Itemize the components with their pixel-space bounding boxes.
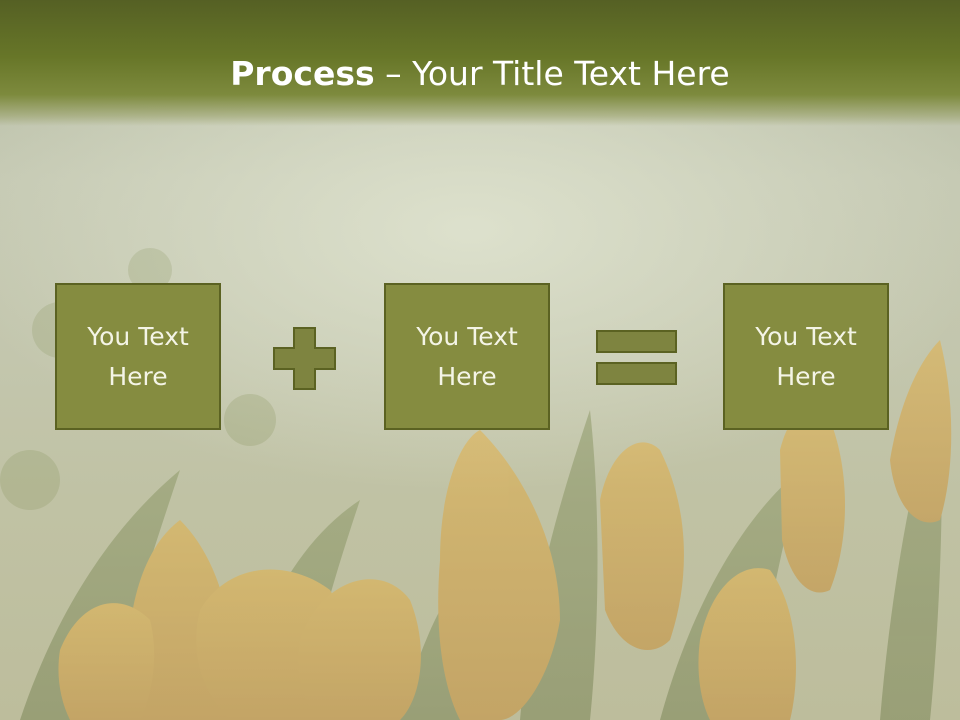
title-bold-part: Process xyxy=(230,54,375,93)
process-box-1[interactable]: You Text Here xyxy=(55,283,221,430)
title-rest-part: – Your Title Text Here xyxy=(374,54,730,93)
title-bar xyxy=(0,0,960,126)
process-box-2-text: You Text Here xyxy=(416,321,518,391)
process-box-1-text: You Text Here xyxy=(87,321,189,391)
equals-icon xyxy=(596,330,677,385)
slide-title: Process – Your Title Text Here xyxy=(0,52,960,96)
process-box-3[interactable]: You Text Here xyxy=(723,283,889,430)
process-box-3-text: You Text Here xyxy=(755,321,857,391)
plus-icon xyxy=(273,327,336,390)
process-box-2[interactable]: You Text Here xyxy=(384,283,550,430)
